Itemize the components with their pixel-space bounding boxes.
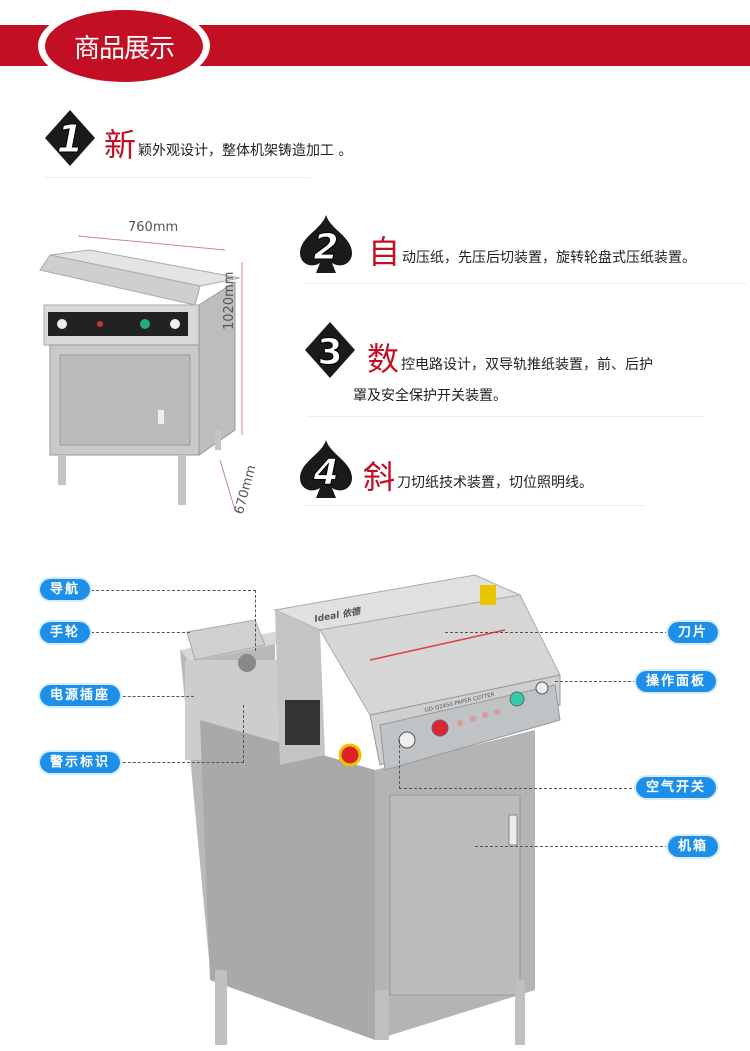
callout-line xyxy=(475,846,668,847)
divider xyxy=(305,505,645,506)
callout-control-panel: 操作面板 xyxy=(636,671,717,692)
callout-line xyxy=(118,705,244,763)
callout-line xyxy=(555,681,636,682)
callout-line xyxy=(118,696,194,697)
spade-icon: 2 xyxy=(300,215,352,273)
feature-text: 刀切纸技术装置，切位照明线。 xyxy=(397,475,594,491)
feature-lead: 斜 xyxy=(363,458,396,496)
section-title: 商品展示 xyxy=(45,10,203,82)
feature-text: 颖外观设计，整体机架铸造加工 。 xyxy=(138,143,353,159)
dimension-width: 760mm xyxy=(128,220,179,235)
callout-power-socket: 电源插座 xyxy=(40,685,121,706)
callout-guide: 导航 xyxy=(40,579,91,600)
svg-text:3: 3 xyxy=(317,332,342,373)
callout-line xyxy=(86,632,190,633)
divider xyxy=(308,416,703,417)
svg-text:1: 1 xyxy=(57,117,83,161)
divider xyxy=(45,177,310,178)
feature-text: 动压纸，先压后切装置，旋转轮盘式压纸装置。 xyxy=(402,250,697,266)
svg-text:2: 2 xyxy=(313,227,338,268)
callout-blade: 刀片 xyxy=(668,622,719,643)
spade-icon: 4 xyxy=(300,440,352,498)
divider xyxy=(305,283,745,284)
feature-3: 数 控电路设计，双导轨推纸装置，前、后护 xyxy=(367,342,653,376)
dimension-height: 1020mm xyxy=(222,271,237,330)
feature-1: 新 颖外观设计，整体机架铸造加工 。 xyxy=(104,128,352,162)
feature-lead: 新 xyxy=(104,126,137,164)
callout-cabinet: 机箱 xyxy=(668,836,719,857)
callout-handwheel: 手轮 xyxy=(40,622,91,643)
feature-lead: 自 xyxy=(368,233,401,271)
callout-line xyxy=(399,740,637,789)
machine-dimension-image xyxy=(39,235,243,511)
feature-text-line2: 罩及安全保护开关装置。 xyxy=(353,388,507,404)
feature-text: 控电路设计，双导轨推纸装置，前、后护 xyxy=(401,357,654,373)
svg-text:4: 4 xyxy=(312,452,338,493)
diamond-icon: 3 xyxy=(305,322,355,378)
callout-warning-label: 警示标识 xyxy=(40,752,121,773)
feature-4: 斜 刀切纸技术装置，切位照明线。 xyxy=(363,460,593,494)
feature-lead: 数 xyxy=(367,340,400,378)
callout-line xyxy=(445,632,668,633)
paper-cutter-image: Ideal 依德 GD-Q2450 PAPER CUTTER xyxy=(180,574,561,1045)
diamond-icon: 1 xyxy=(45,110,95,166)
callout-line xyxy=(86,590,256,651)
callout-air-switch: 空气开关 xyxy=(636,777,717,798)
feature-2: 自 动压纸，先压后切装置，旋转轮盘式压纸装置。 xyxy=(368,235,696,269)
